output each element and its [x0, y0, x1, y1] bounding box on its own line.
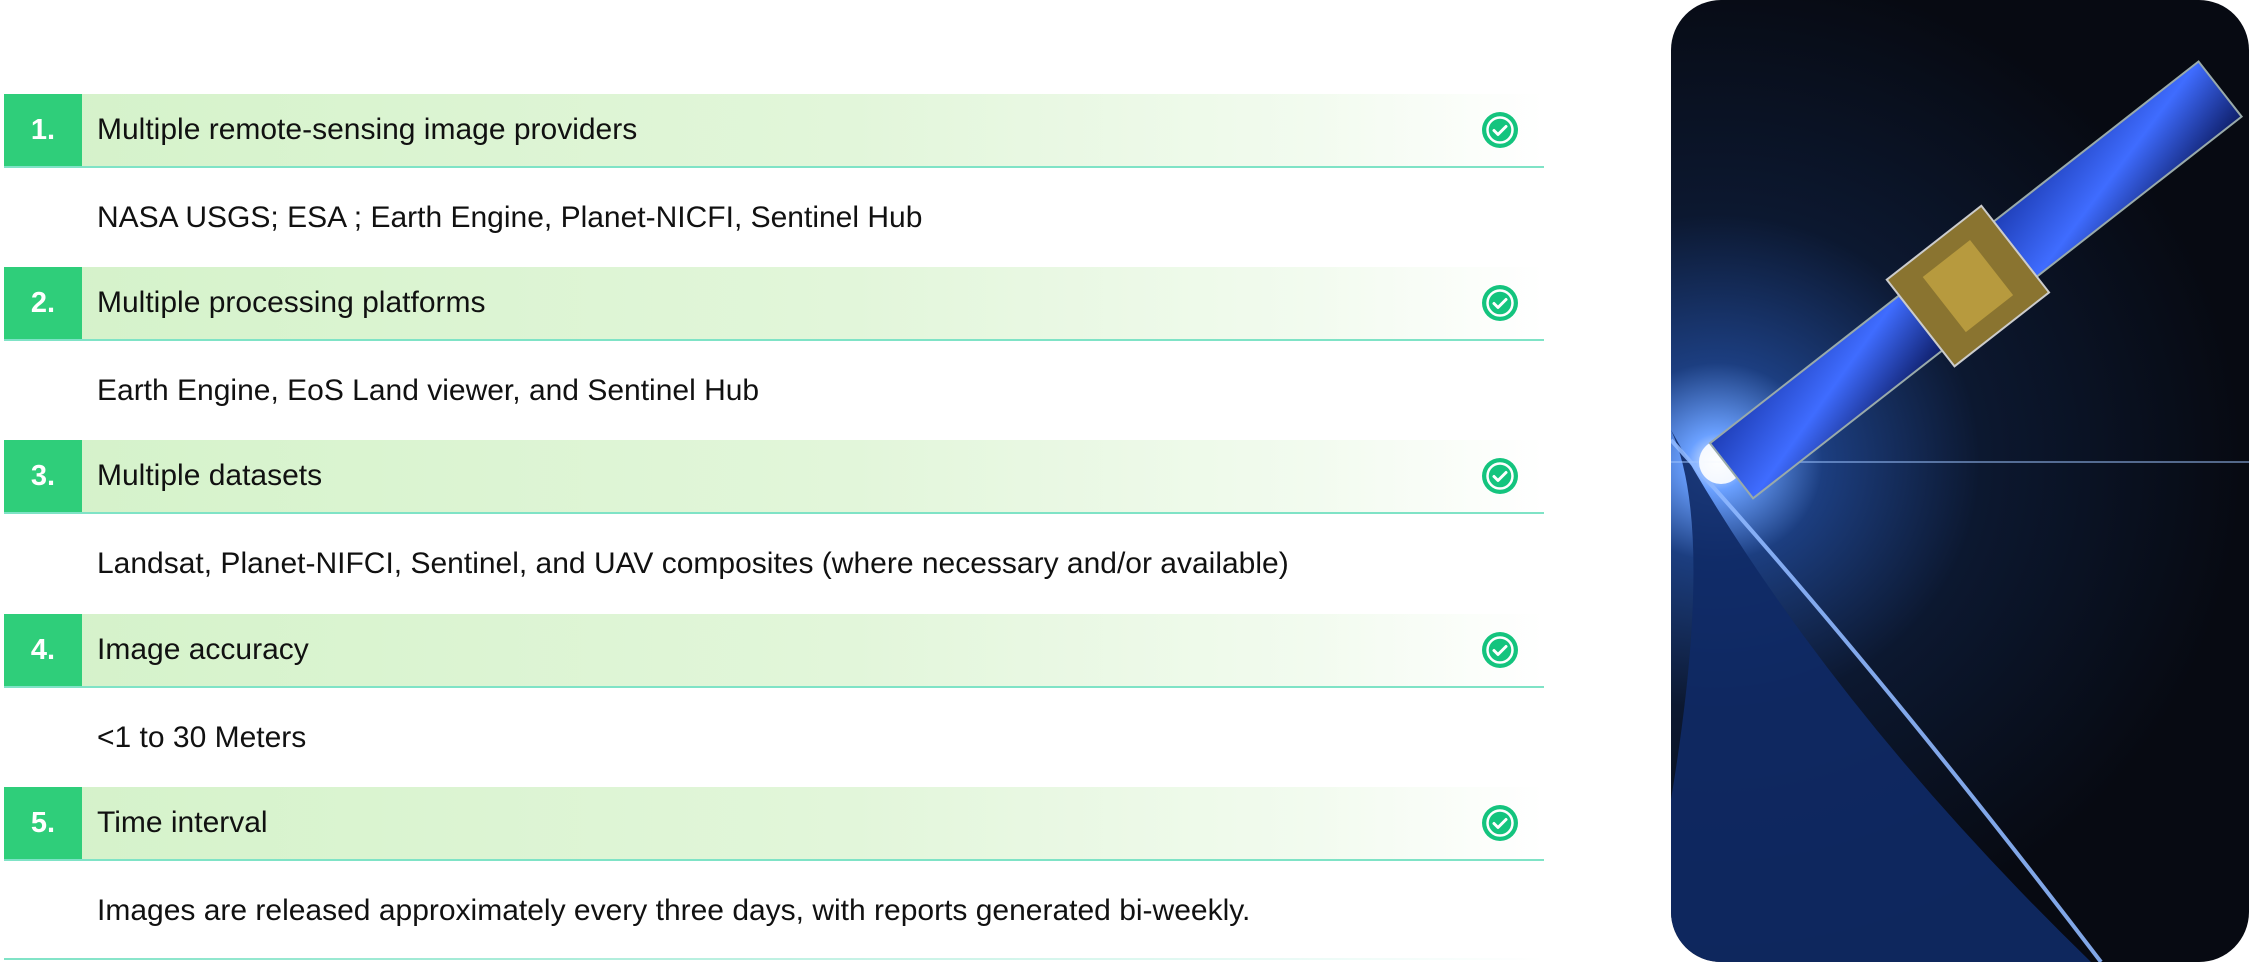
feature-header: 3. Multiple datasets [4, 440, 1544, 514]
feature-header: 4. Image accuracy [4, 614, 1544, 688]
feature-header: 1. Multiple remote-sensing image provide… [4, 94, 1544, 168]
check-circle-icon [1482, 285, 1518, 321]
item-title: Multiple processing platforms [97, 286, 486, 319]
feature-header: 5. Time interval [4, 787, 1544, 861]
item-number: 4. [4, 614, 82, 686]
item-description: Earth Engine, EoS Land viewer, and Senti… [97, 374, 760, 407]
item-title: Time interval [97, 806, 268, 839]
check-circle-icon [1482, 458, 1518, 494]
item-description: NASA USGS; ESA ; Earth Engine, Planet-NI… [97, 201, 923, 234]
item-description: Landsat, Planet-NIFCI, Sentinel, and UAV… [97, 547, 1289, 580]
satellite-image [1671, 0, 2249, 962]
item-title: Image accuracy [97, 633, 309, 666]
item-title: Multiple remote-sensing image providers [97, 113, 638, 146]
check-circle-icon [1482, 112, 1518, 148]
divider [4, 958, 1544, 960]
item-title: Multiple datasets [97, 459, 323, 492]
check-circle-icon [1482, 632, 1518, 668]
item-number: 1. [4, 94, 82, 166]
feature-header: 2. Multiple processing platforms [4, 267, 1544, 341]
item-number: 3. [4, 440, 82, 512]
item-description: <1 to 30 Meters [97, 721, 307, 754]
check-circle-icon [1482, 805, 1518, 841]
item-number: 2. [4, 267, 82, 339]
item-number: 5. [4, 787, 82, 859]
satellite-illustration [1671, 60, 2249, 962]
item-description: Images are released approximately every … [97, 894, 1251, 927]
